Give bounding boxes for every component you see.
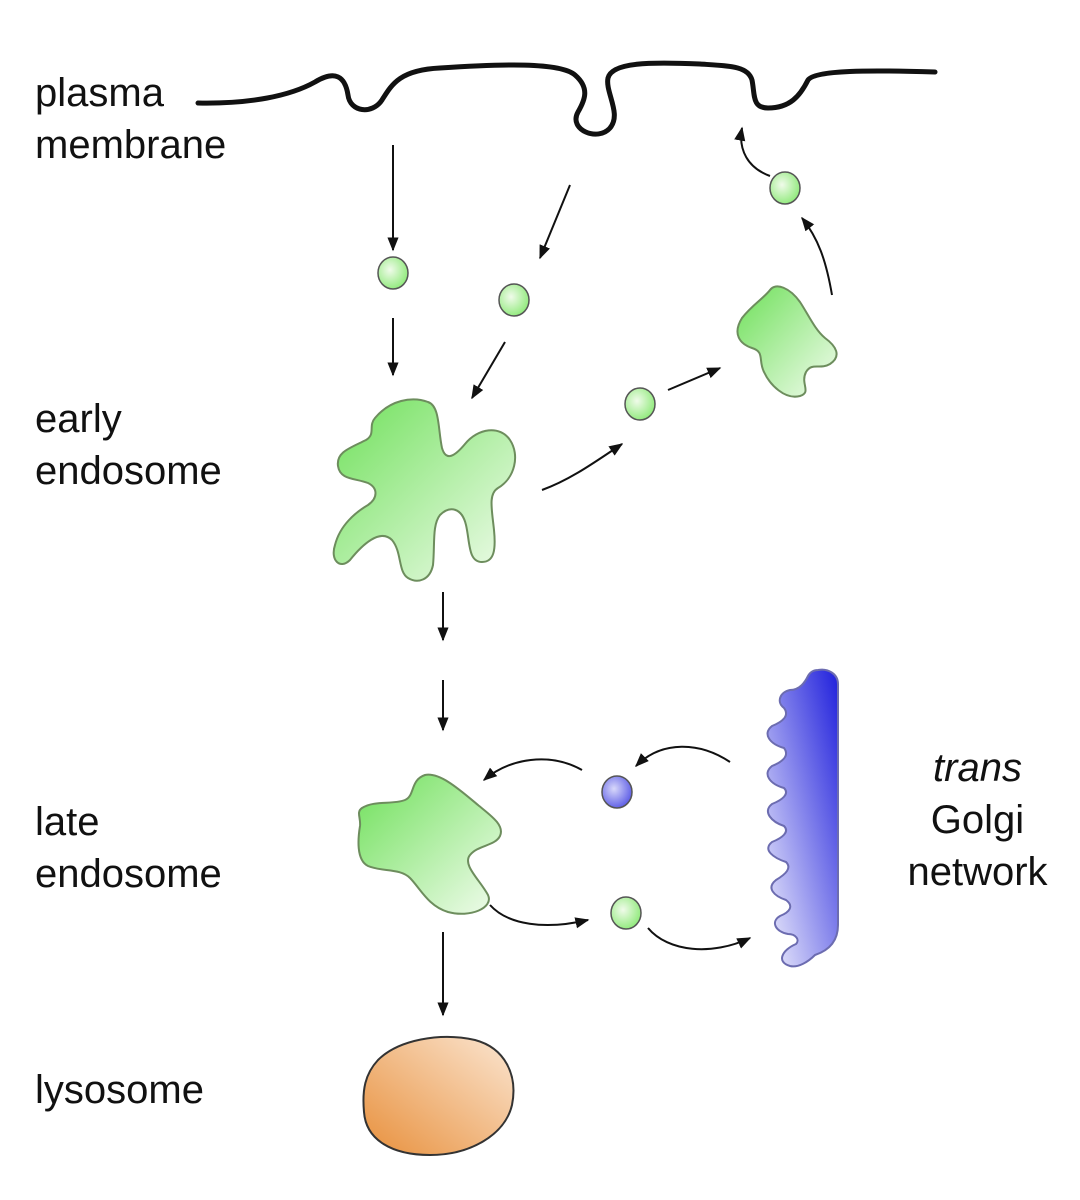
arrow-late-to-vesicle-5: [489, 904, 590, 929]
label-early-endosome: early endosome: [35, 397, 222, 493]
late-endosome-shape: [357, 773, 502, 915]
arrow-pm-to-vesicle-2: [539, 184, 571, 260]
vesicle-green-4: [624, 387, 656, 421]
early-endosome-shape: [332, 398, 517, 582]
label-trans-golgi-network: trans Golgi network: [907, 746, 1048, 894]
arrow-blue-vesicle-to-late: [482, 758, 583, 781]
vesicle-green-3: [769, 171, 801, 205]
golgi-shape: [766, 668, 839, 968]
lysosome-shape: [362, 1035, 515, 1157]
label-lysosome: lysosome: [35, 1068, 204, 1112]
pathway-arrows: [387, 126, 833, 1017]
vesicle-blue: [601, 775, 633, 809]
arrow-vesicle-3-to-pm: [734, 126, 771, 177]
vesicle-green-5: [610, 896, 642, 930]
arrow-vesicle-4-to-recycling: [667, 367, 722, 391]
vesicle-green-1: [377, 256, 409, 290]
arrow-vesicle-5-to-golgi: [647, 927, 752, 951]
arrow-golgi-to-blue-vesicle: [635, 745, 731, 767]
recycling-endosome-shape: [736, 285, 838, 398]
label-plasma-membrane: plasma membrane: [35, 71, 227, 167]
arrow-early-to-vesicle-4: [541, 443, 624, 491]
arrow-recycling-to-vesicle-3: [801, 216, 833, 296]
vesicle-green-2: [498, 283, 530, 317]
arrow-vesicle-2-to-early: [471, 341, 506, 400]
plasma-membrane-line: [195, 60, 938, 137]
label-late-endosome: late endosome: [35, 800, 222, 896]
